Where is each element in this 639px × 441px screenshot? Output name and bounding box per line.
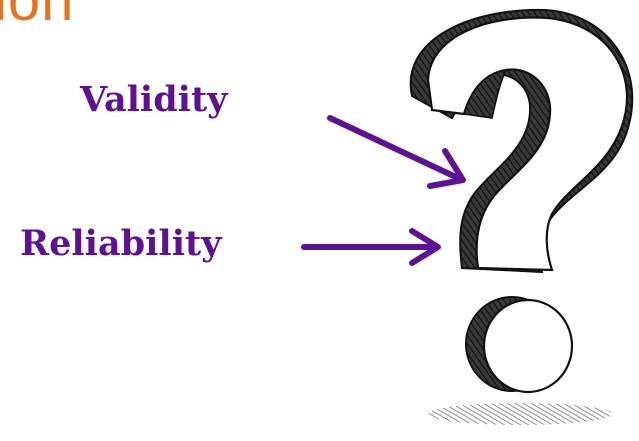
reliability-arrow-icon — [301, 228, 441, 266]
question-mark-icon — [409, 8, 634, 425]
validity-label: Validity — [80, 79, 228, 120]
validity-arrow-icon — [327, 115, 466, 189]
reliability-label: Reliability — [20, 223, 222, 264]
slide-title: ion — [0, 0, 75, 33]
